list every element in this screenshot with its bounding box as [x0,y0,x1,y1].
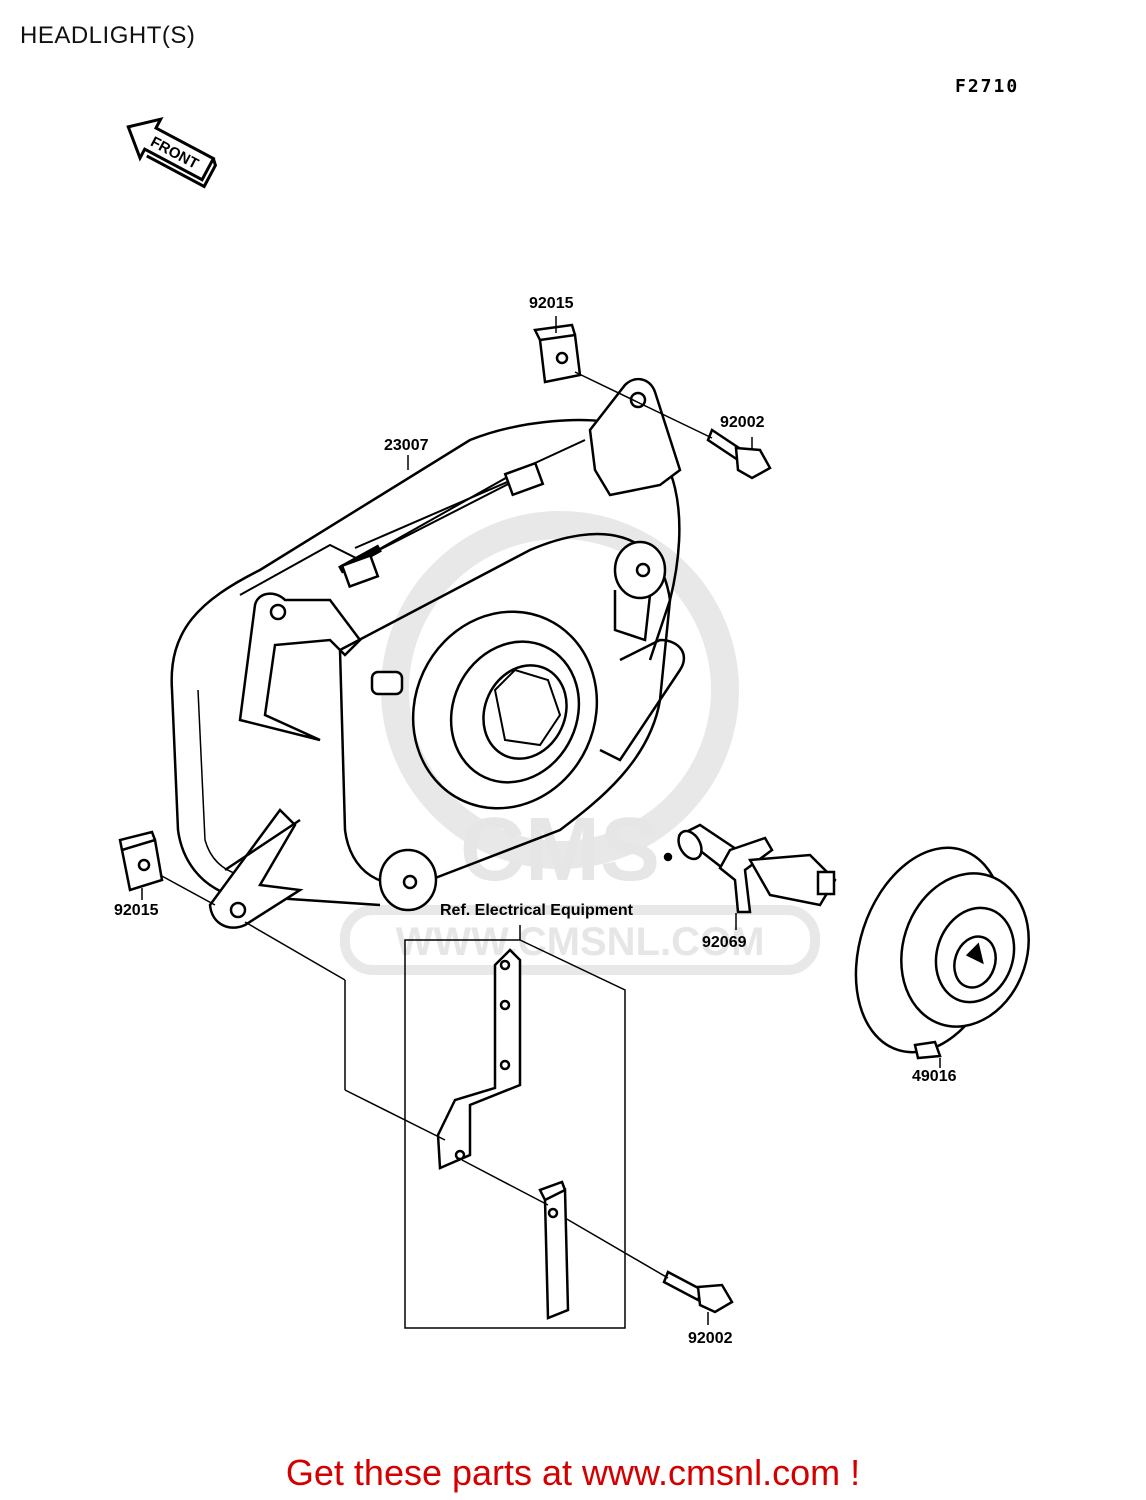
spacer-plate [538,1180,570,1320]
part-number-92002-top: 92002 [720,414,765,431]
part-number-49016: 49016 [912,1068,957,1085]
reference-note: Ref. Electrical Equipment [440,902,633,919]
part-number-92002-bottom: 92002 [688,1330,733,1347]
page-title: HEADLIGHT(S) [20,22,196,49]
bolt-top [706,428,772,480]
bracket-stay [436,948,522,1170]
watermark-url: WWW.CMSNL.COM [396,920,765,964]
part-number-92069: 92069 [702,934,747,951]
headlight-bulb [663,823,837,914]
bolt-bottom [662,1270,734,1314]
assembly-leader-lines [244,921,669,1279]
part-number-23007: 23007 [384,437,429,454]
headlight-housing-drawing [170,377,686,929]
part-number-92015-top: 92015 [529,295,574,312]
clip-nut-left [118,830,164,892]
clip-nut-top [533,323,582,384]
watermark-logo: CMS [460,800,660,900]
footer-link[interactable]: Get these parts at www.cmsnl.com ! [285,1452,861,1493]
front-arrow-icon: FRONT [126,116,218,189]
part-number-92015-left: 92015 [114,902,159,919]
rubber-boot-cover [854,846,1030,1060]
watermark: CMS WWW.CMSNL.COM [340,511,820,975]
reference-group-frame [404,925,626,1329]
figure-code: F2710 [955,76,1020,97]
